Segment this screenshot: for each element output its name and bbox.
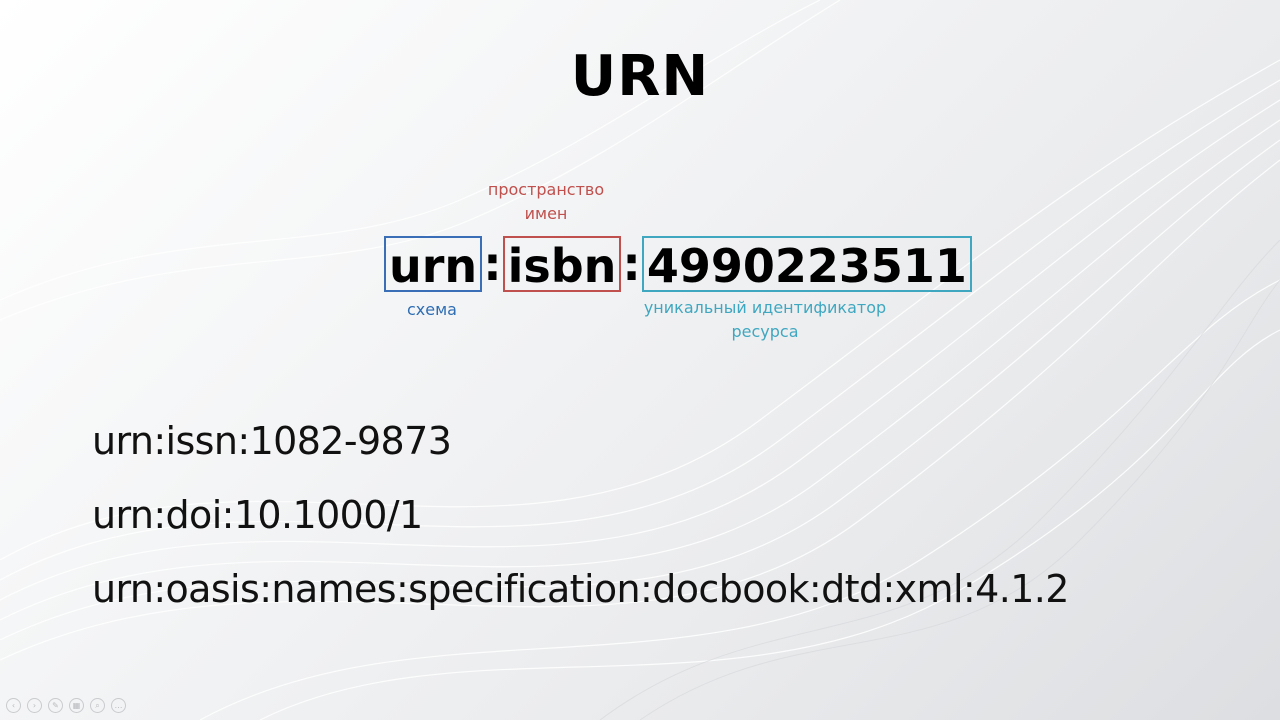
urn-example: urn:oasis:names:specification:docbook:dt… [92, 567, 1069, 611]
previous-icon[interactable]: ‹ [6, 698, 21, 713]
urn-structure-example: urn : isbn : 4990223511 [384, 234, 972, 294]
separator: : [483, 237, 502, 291]
scheme-label: схема [407, 300, 457, 319]
identifier-label: уникальный идентификатор ресурса [643, 298, 887, 341]
namespace-label: пространство имен [487, 180, 605, 223]
slides-icon[interactable]: ▦ [69, 698, 84, 713]
zoom-icon[interactable]: ⌕ [90, 698, 105, 713]
scheme-box: urn [384, 236, 483, 293]
separator: : [622, 237, 641, 291]
slide-title: URN [570, 44, 710, 109]
urn-example: urn:issn:1082-9873 [92, 419, 452, 463]
more-icon[interactable]: … [111, 698, 126, 713]
urn-examples-list: urn:issn:1082-9873 urn:doi:10.1000/1 urn… [92, 414, 1069, 636]
pen-icon[interactable]: ✎ [48, 698, 63, 713]
urn-example: urn:doi:10.1000/1 [92, 493, 423, 537]
namespace-box: isbn [502, 236, 622, 293]
next-icon[interactable]: › [27, 698, 42, 713]
slideshow-controls: ‹ › ✎ ▦ ⌕ … [6, 698, 126, 713]
identifier-box: 4990223511 [641, 236, 972, 293]
